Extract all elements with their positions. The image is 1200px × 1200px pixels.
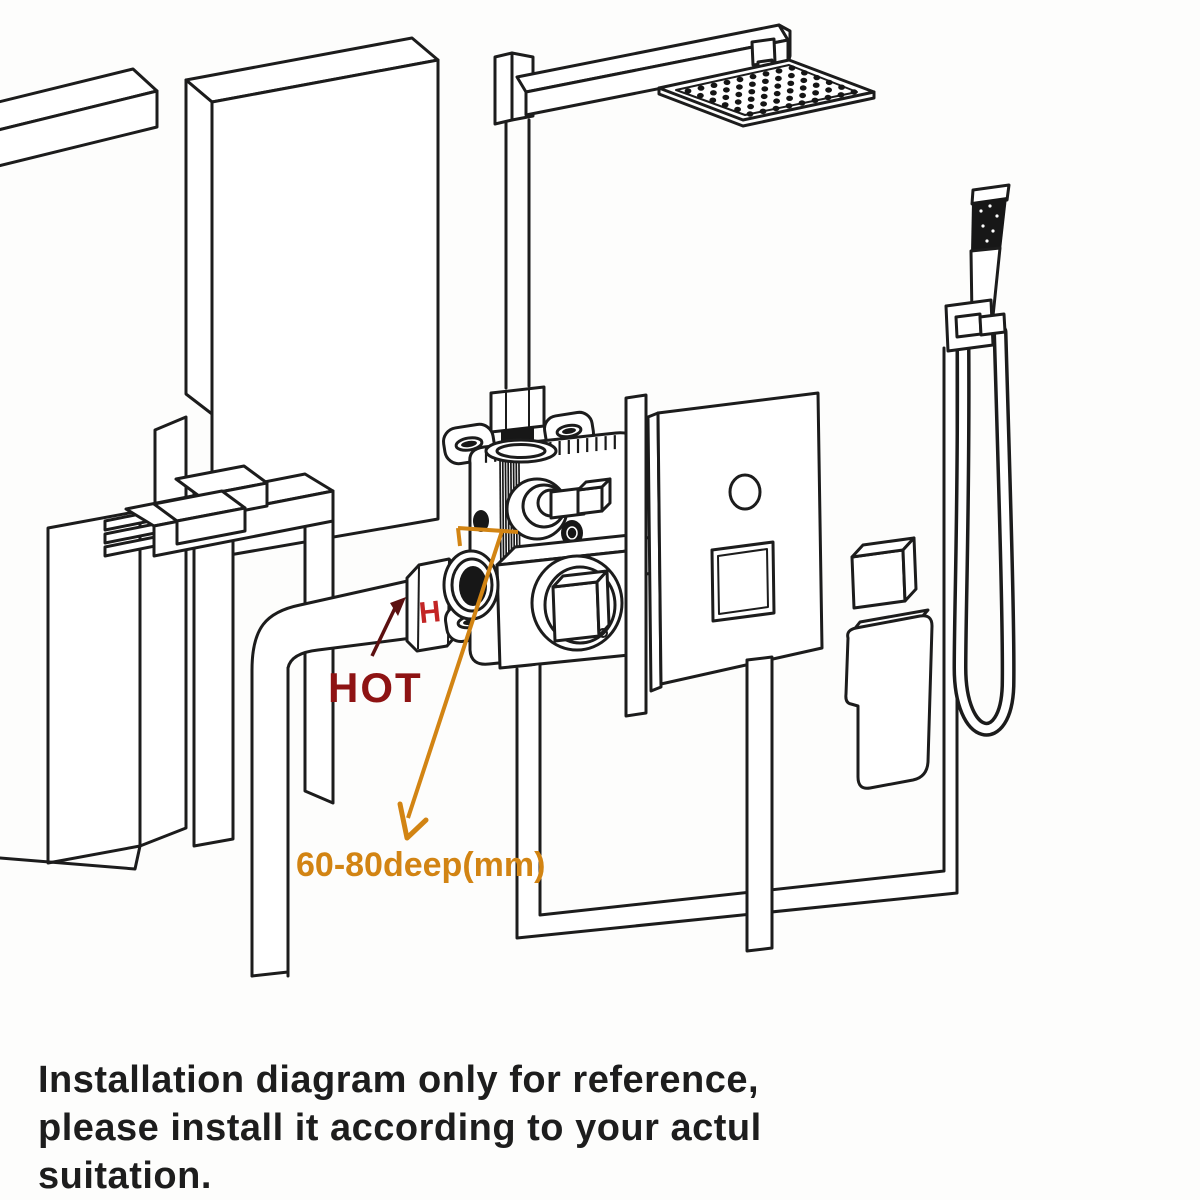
handle-adapter-cube <box>850 536 918 610</box>
depth-measure-group: 60-80deep(mm) <box>296 526 545 884</box>
caption-line-3: suitation. <box>38 1155 212 1197</box>
plate-front <box>656 391 824 686</box>
depth-leader-line <box>406 530 504 819</box>
caption: Installation diagram only for reference,… <box>38 1059 762 1197</box>
diverter-button <box>728 473 762 511</box>
hand-shower-supply-run-inner <box>538 346 946 917</box>
wall-stud-a-side <box>138 509 188 848</box>
hand-shower-nozzles <box>979 204 999 243</box>
plate-square-opening <box>710 540 776 623</box>
lever-handle <box>844 608 934 790</box>
hot-water-supply-pipe <box>250 557 477 978</box>
fitting-h-mark: H <box>417 595 442 630</box>
wall-framing <box>0 36 440 871</box>
floor-edge <box>0 844 142 871</box>
riser-nut <box>489 385 546 434</box>
depth-arrowhead <box>397 801 429 841</box>
valve-square-stem <box>551 580 601 643</box>
depth-label: 60-80deep(mm) <box>296 846 545 884</box>
handheld-shower <box>944 183 1016 737</box>
wall-panel-side <box>184 78 214 416</box>
wall-plank-front <box>0 89 159 168</box>
depth-tick <box>456 526 519 547</box>
control-plate <box>646 391 824 693</box>
plate-drop-pipe <box>745 655 774 953</box>
wall-stud-a-front <box>46 509 142 865</box>
hot-label-group: HOT H <box>328 595 442 711</box>
arm-flange-side <box>493 51 514 126</box>
hot-arrow <box>370 607 397 657</box>
bracket-step <box>175 506 247 546</box>
caption-line-2: please install it according to your actu… <box>38 1107 762 1149</box>
hot-label: HOT <box>328 664 423 711</box>
shower-arm-assembly <box>493 23 876 128</box>
bracket-clamp <box>978 312 1007 337</box>
caption-line-1: Installation diagram only for reference, <box>38 1059 759 1101</box>
rain-head-nozzles <box>684 65 858 117</box>
rough-in-mixer-valve <box>442 118 644 670</box>
valve-port <box>473 510 489 532</box>
